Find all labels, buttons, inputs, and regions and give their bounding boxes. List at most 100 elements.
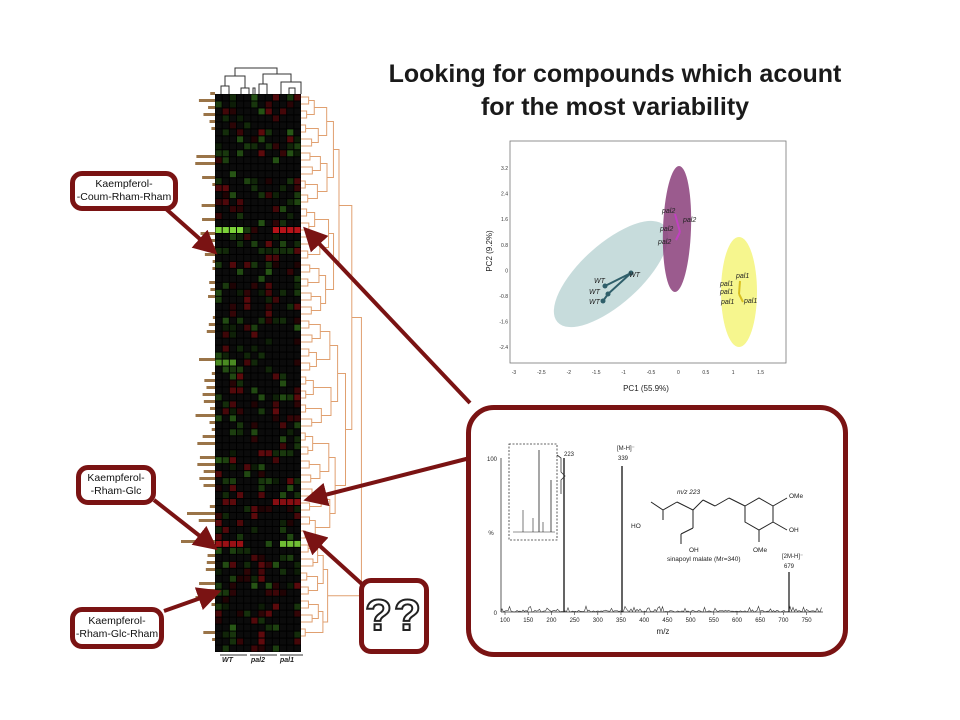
heatmap-cell <box>287 143 294 150</box>
heatmap-cell <box>215 401 222 408</box>
pca-x-tick: 0 <box>677 370 680 376</box>
heatmap-cell <box>265 513 272 519</box>
heatmap-cell <box>294 227 301 233</box>
heatmap-cell <box>229 373 236 380</box>
heatmap-cell <box>287 380 294 387</box>
heatmap-cell <box>265 171 272 178</box>
heatmap-cell <box>280 331 287 338</box>
heatmap-cell <box>229 554 236 561</box>
heatmap-cell <box>280 436 287 443</box>
heatmap-cell <box>215 561 222 568</box>
sinapoyl-malate-structure <box>650 497 788 544</box>
heatmap-cell <box>265 401 272 408</box>
heatmap-cell <box>294 157 301 164</box>
heatmap-cell <box>294 331 301 338</box>
heatmap-cell <box>215 485 222 492</box>
heatmap-cell <box>229 526 236 533</box>
heatmap-cell <box>215 289 222 296</box>
heatmap-cell <box>280 492 287 499</box>
heatmap-cell <box>280 227 287 233</box>
heatmap-cell <box>258 171 265 178</box>
intensity-bar <box>206 386 215 389</box>
heatmap-cell <box>237 206 244 213</box>
heatmap-cell <box>280 303 287 310</box>
heatmap-cell <box>280 610 287 617</box>
heatmap-cell <box>258 499 265 506</box>
heatmap-cell <box>244 178 251 185</box>
heatmap-cell <box>265 610 272 617</box>
heatmap-cell <box>244 157 251 164</box>
heatmap-cell <box>272 429 279 436</box>
heatmap-cell <box>251 450 258 457</box>
intensity-bar <box>202 176 215 179</box>
heatmap-cell <box>294 275 301 282</box>
intensity-bar <box>212 267 215 270</box>
heatmap-cell <box>280 575 287 582</box>
heatmap-cell <box>222 213 229 220</box>
heatmap-cell <box>287 485 294 492</box>
heatmap-cell <box>229 150 236 157</box>
heatmap-cell <box>222 157 229 164</box>
heatmap-cell <box>229 192 236 199</box>
heatmap-cell <box>258 617 265 624</box>
heatmap-cell <box>258 547 265 554</box>
heatmap-cell <box>215 192 222 199</box>
heatmap-cell <box>215 506 222 512</box>
heatmap-cell <box>272 596 279 603</box>
heatmap-cell <box>215 136 222 143</box>
heatmap-cell <box>272 394 279 401</box>
heatmap-cell <box>244 143 251 150</box>
heatmap-cell <box>294 596 301 603</box>
heatmap-cell <box>215 624 222 631</box>
heatmap-cell <box>280 603 287 610</box>
heatmap-cell <box>229 394 236 401</box>
heatmap-cell <box>237 436 244 443</box>
heatmap-cell <box>244 582 251 589</box>
intensity-bar <box>208 323 215 326</box>
heatmap-cell <box>237 338 244 345</box>
heatmap-cell <box>244 303 251 310</box>
heatmap-cell <box>222 122 229 129</box>
ho-label: HO <box>631 523 641 530</box>
pca-y-tick: -1.6 <box>499 320 508 326</box>
heatmap-cell <box>237 331 244 338</box>
heatmap-cell <box>229 310 236 317</box>
heatmap-cell <box>222 150 229 157</box>
heatmap-cell <box>294 624 301 631</box>
heatmap-cell <box>215 450 222 457</box>
heatmap-cell <box>258 317 265 324</box>
heatmap-cell <box>265 296 272 303</box>
heatmap-cell <box>287 157 294 164</box>
heatmap-cell <box>287 213 294 220</box>
heatmap-cell <box>265 101 272 108</box>
oh-right: OH <box>789 527 799 534</box>
heatmap-cell <box>229 540 236 547</box>
heatmap-cell <box>265 303 272 310</box>
column-label-pal1: pal1 <box>280 657 295 664</box>
heatmap-cell <box>244 436 251 443</box>
heatmap-cell <box>280 631 287 638</box>
heatmap-cell <box>280 464 287 471</box>
heatmap-cell <box>272 178 279 185</box>
heatmap-cell <box>222 443 229 450</box>
heatmap-cell <box>287 150 294 157</box>
heatmap-cell <box>229 415 236 422</box>
pal1-label-3: pal1 <box>719 289 733 296</box>
heatmap-cell <box>251 261 258 268</box>
heatmap-cell <box>222 192 229 199</box>
heatmap-cell <box>244 192 251 199</box>
heatmap-cell <box>251 213 258 220</box>
heatmap-cell <box>287 136 294 143</box>
heatmap-cell <box>244 554 251 561</box>
heatmap-cell <box>265 589 272 596</box>
heatmap-cell <box>265 471 272 478</box>
heatmap-cell <box>258 101 265 108</box>
heatmap-cell <box>222 331 229 338</box>
heatmap-cell <box>272 401 279 408</box>
spectrum-y-100: 100 <box>487 457 498 463</box>
heatmap-cell <box>222 506 229 512</box>
heatmap-cell <box>294 617 301 624</box>
heatmap-cell <box>265 115 272 122</box>
